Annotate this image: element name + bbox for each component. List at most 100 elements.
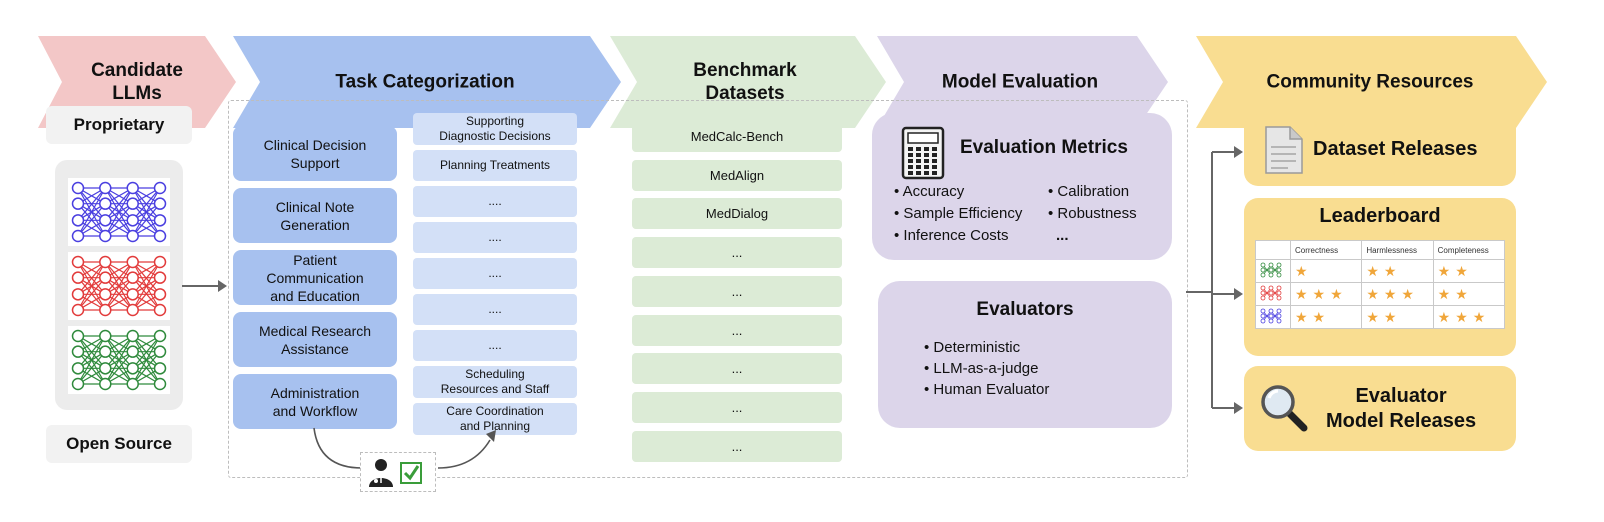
star-icon: ★★★ bbox=[1295, 285, 1348, 302]
subtask-item: .... bbox=[413, 186, 577, 217]
metric-item: • Sample Efficiency bbox=[894, 205, 1023, 222]
star-icon: ★★ bbox=[1366, 262, 1402, 279]
subtask-item: Supporting Diagnostic Decisions bbox=[413, 113, 577, 145]
dataset-releases-box: Dataset Releases bbox=[1244, 114, 1516, 186]
stage-label-tasks: Task Categorization bbox=[335, 71, 515, 93]
subtask-item: .... bbox=[413, 222, 577, 253]
model-network-icon bbox=[1255, 305, 1291, 329]
document-icon bbox=[1265, 126, 1303, 174]
benchmark-dataset: ... bbox=[632, 353, 842, 385]
star-rating: ★★ bbox=[1432, 259, 1506, 283]
arrows-to-resources bbox=[1186, 146, 1243, 414]
benchmark-dataset: MedAlign bbox=[632, 159, 842, 191]
stage-chevrons bbox=[38, 36, 1547, 128]
star-icon: ★★ bbox=[1295, 308, 1331, 325]
task-category: Administration and Workflow bbox=[233, 374, 397, 429]
stage-label-datasets: Benchmark Datasets bbox=[693, 60, 797, 104]
stage-chevron-datasets bbox=[610, 36, 886, 128]
subtask-item: .... bbox=[413, 294, 577, 325]
calculator-icon bbox=[901, 126, 945, 180]
subtask-item: Care Coordination and Planning bbox=[413, 403, 577, 435]
evaluators-box: Evaluators • Deterministic • LLM-as-a-ju… bbox=[878, 281, 1172, 428]
leaderboard-title: Leaderboard bbox=[1319, 205, 1441, 227]
leaderboard-row: ★★★★★ bbox=[1255, 259, 1506, 283]
green-network-icon bbox=[68, 326, 170, 394]
neural-network-icons bbox=[68, 178, 170, 394]
evaluators-title: Evaluators bbox=[976, 299, 1074, 320]
star-icon: ★★★ bbox=[1366, 285, 1419, 302]
leaderboard-row: ★★★★★★★★ bbox=[1255, 282, 1506, 306]
star-rating: ★★ bbox=[1361, 305, 1434, 329]
model-network-icon bbox=[1255, 259, 1291, 283]
star-icon: ★★ bbox=[1437, 262, 1473, 279]
star-rating: ★★ bbox=[1289, 305, 1363, 329]
leaderboard-column-header: Harmlessness bbox=[1361, 240, 1434, 260]
stage-label-candidates: Candidate LLMs bbox=[91, 60, 183, 104]
task-category: Medical Research Assistance bbox=[233, 312, 397, 367]
evaluator-item: • LLM-as-a-judge bbox=[924, 360, 1039, 377]
task-category: Clinical Decision Support bbox=[233, 126, 397, 181]
subtask-item: .... bbox=[413, 258, 577, 289]
task-category: Patient Communication and Education bbox=[233, 250, 397, 305]
stage-chevron-candidates bbox=[38, 36, 236, 128]
benchmark-dataset: ... bbox=[632, 314, 842, 346]
metric-item: • Robustness bbox=[1048, 205, 1137, 222]
benchmark-dataset: MedDialog bbox=[632, 198, 842, 230]
star-rating: ★★ bbox=[1361, 259, 1434, 283]
metric-item: • Accuracy bbox=[894, 183, 965, 200]
stage-chevron-resources bbox=[1196, 36, 1547, 128]
evaluation-metrics-title: Evaluation Metrics bbox=[960, 137, 1128, 158]
evaluators-list: • Deterministic • LLM-as-a-judge • Human… bbox=[924, 337, 1049, 400]
benchmark-dataset: ... bbox=[632, 391, 842, 423]
task-benchmark-eval-container bbox=[228, 100, 1188, 478]
stage-label-evaluation: Model Evaluation bbox=[941, 71, 1099, 93]
star-rating: ★ bbox=[1289, 259, 1363, 283]
subtask-item: Planning Treatments bbox=[413, 150, 577, 181]
red-network-icon bbox=[68, 252, 170, 320]
stage-chevron-tasks bbox=[233, 36, 621, 128]
subtask-item: .... bbox=[413, 330, 577, 361]
blue-network-icon bbox=[68, 178, 170, 246]
leaderboard-column-header: Correctness bbox=[1289, 240, 1363, 260]
metric-item: • Inference Costs bbox=[894, 227, 1009, 244]
subtask-item: Scheduling Resources and Staff bbox=[413, 366, 577, 398]
stage-chevron-evaluation bbox=[877, 36, 1168, 128]
stage-label-resources: Community Resources bbox=[1266, 71, 1474, 93]
benchmark-dataset: ... bbox=[632, 237, 842, 269]
metrics-left-list: • Accuracy • Sample Efficiency • Inferen… bbox=[894, 181, 1022, 247]
magnifier-icon bbox=[1261, 385, 1308, 432]
benchmark-dataset: ... bbox=[632, 430, 842, 462]
benchmark-dataset: ... bbox=[632, 275, 842, 307]
star-icon: ★★ bbox=[1437, 285, 1473, 302]
leaderboard-row: ★★★★★★★ bbox=[1255, 305, 1506, 329]
doctor-check-icon bbox=[369, 459, 422, 487]
open-source-label: Open Source bbox=[46, 425, 192, 463]
task-category: Clinical Note Generation bbox=[233, 188, 397, 243]
evaluator-releases-label: Evaluator Model Releases bbox=[1326, 385, 1477, 432]
metric-item: ... bbox=[1056, 227, 1069, 244]
clinician-check-box bbox=[360, 452, 436, 492]
metric-item: • Calibration bbox=[1048, 183, 1130, 200]
star-rating: ★★★ bbox=[1361, 282, 1434, 306]
metrics-right-list: • Calibration • Robustness ... bbox=[1048, 181, 1137, 247]
star-icon: ★★★ bbox=[1437, 308, 1491, 325]
star-icon: ★ bbox=[1295, 262, 1313, 279]
arrow-candidates-to-tasks bbox=[182, 280, 227, 292]
evaluator-item: • Human Evaluator bbox=[924, 381, 1050, 398]
star-icon: ★★ bbox=[1366, 308, 1402, 325]
star-rating: ★★★ bbox=[1432, 305, 1506, 329]
star-rating: ★★ bbox=[1432, 282, 1506, 306]
benchmark-dataset: MedCalc-Bench bbox=[632, 121, 842, 152]
proprietary-label: Proprietary bbox=[46, 106, 192, 144]
evaluator-item: • Deterministic bbox=[924, 339, 1021, 356]
star-rating: ★★★ bbox=[1289, 282, 1363, 306]
human-review-loop bbox=[313, 427, 496, 469]
model-network-icon bbox=[1255, 282, 1291, 306]
evaluator-releases-box: Evaluator Model Releases bbox=[1244, 366, 1516, 451]
dataset-releases-label: Dataset Releases bbox=[1313, 138, 1478, 160]
evaluation-metrics-box: Evaluation Metrics • Accuracy • Sample E… bbox=[872, 113, 1172, 260]
leaderboard-column-header: Completeness bbox=[1432, 240, 1506, 260]
